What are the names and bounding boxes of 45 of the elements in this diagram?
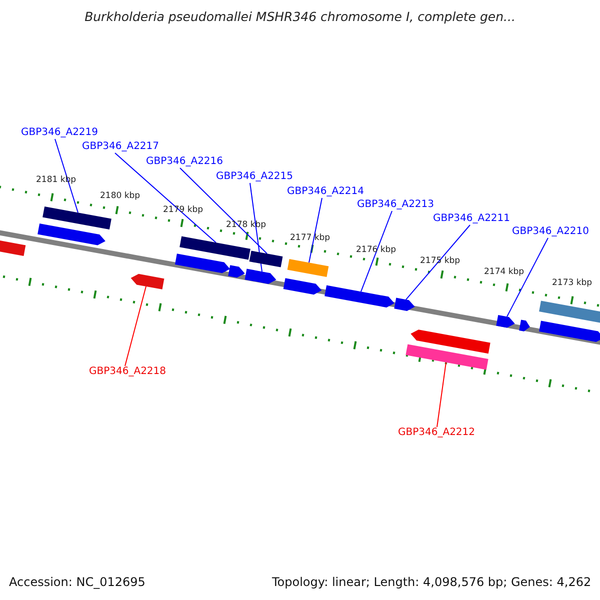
gene-block bbox=[394, 298, 415, 311]
gene-bar bbox=[406, 344, 488, 370]
gene-label: GBP346_A2219 bbox=[21, 127, 98, 139]
leader-line bbox=[124, 286, 146, 366]
leader-line bbox=[250, 182, 262, 272]
gene-block bbox=[539, 320, 600, 342]
gene-label: GBP346_A2216 bbox=[146, 156, 224, 168]
gene-block bbox=[38, 223, 106, 246]
scale-label: 2177 kbp bbox=[290, 232, 330, 244]
leader-line bbox=[114, 152, 216, 244]
gene-block bbox=[324, 285, 394, 308]
leader-line bbox=[180, 168, 268, 254]
gene-label: GBP346_A2217 bbox=[82, 141, 160, 153]
leader-line bbox=[506, 238, 548, 318]
gene-label: GBP346_A2210 bbox=[512, 226, 590, 238]
gene-label: GBP346_A2214 bbox=[287, 186, 364, 198]
gene-bar bbox=[42, 206, 112, 230]
gene-block bbox=[174, 254, 230, 274]
gene-block bbox=[496, 314, 515, 328]
scale-label: 2174 kbp bbox=[484, 266, 524, 278]
gene-bar bbox=[539, 300, 600, 324]
gene-block bbox=[283, 278, 322, 295]
gene-label: GBP346_A2213 bbox=[357, 199, 434, 211]
gene-bar bbox=[249, 250, 283, 268]
footer-text: Topology: linear; Length: 4,098,576 bp; Genes: 4,262 bbox=[272, 576, 592, 588]
gene-block bbox=[130, 274, 164, 290]
leader-line bbox=[308, 198, 322, 264]
gene-bar bbox=[180, 236, 250, 260]
gene-label: GBP346_A2211 bbox=[433, 213, 510, 225]
gene-block bbox=[228, 265, 245, 278]
leader-line bbox=[54, 138, 78, 214]
leader-line bbox=[406, 224, 470, 300]
gene-label: GBP346_A2212 bbox=[398, 427, 476, 439]
scale-label: 2173 kbp bbox=[552, 277, 592, 289]
leader-line bbox=[436, 362, 446, 428]
gene-block bbox=[519, 320, 530, 332]
footer-text: Accession: NC_012695 bbox=[9, 576, 146, 588]
gene-label: GBP346_A2215 bbox=[216, 171, 294, 183]
title: Burkholderia pseudomallei MSHR346 chromosome I, complete gen... bbox=[84, 11, 516, 23]
scale-label: 2180 kbp bbox=[100, 190, 140, 202]
leader-line bbox=[360, 210, 392, 292]
gene-block bbox=[0, 239, 26, 256]
gene-bar bbox=[287, 258, 329, 278]
gene-label: GBP346_A2218 bbox=[89, 366, 166, 378]
gene-block bbox=[410, 330, 490, 354]
